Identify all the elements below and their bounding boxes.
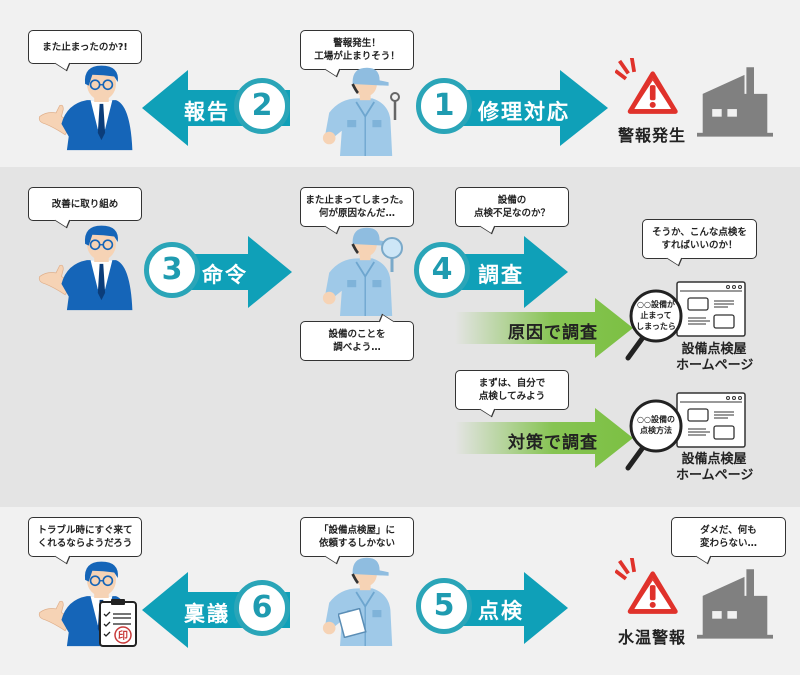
site-caption: 設備点検屋 ホームページ bbox=[676, 452, 754, 483]
measure-search-label: 対策で調査 bbox=[508, 433, 598, 453]
step-3-label: 命令 bbox=[202, 263, 248, 287]
step-3-number: 3 bbox=[144, 242, 200, 298]
bubble-text: また止まったのか?! bbox=[42, 41, 128, 53]
manager-speech-bubble: 改善に取り組め bbox=[28, 187, 142, 229]
arrow-inspect-right bbox=[446, 572, 568, 644]
step-4-speech-bubble: 設備の 点検不足なのか？ bbox=[455, 187, 569, 235]
warning-icon bbox=[615, 58, 681, 116]
site-caption: 設備点検屋 ホームページ bbox=[676, 342, 754, 373]
arrow-order-right bbox=[176, 236, 292, 308]
step-6-number: 6 bbox=[234, 580, 290, 636]
worker-speech-bubble: 「設備点検屋」に 依頼するしかない bbox=[300, 517, 414, 565]
green-arrow-measure bbox=[455, 408, 633, 468]
manager-speech-bubble: また止まったのか?! bbox=[28, 30, 142, 72]
manager-illustration bbox=[36, 222, 136, 312]
document-icon bbox=[338, 608, 367, 638]
stamp-icon: 印 bbox=[118, 630, 128, 642]
factory-icon bbox=[697, 566, 773, 640]
step-4-label: 調査 bbox=[478, 263, 524, 287]
step-5-label: 点検 bbox=[478, 599, 524, 623]
magnifying-glass-icon bbox=[625, 399, 683, 471]
manager-illustration bbox=[36, 62, 136, 152]
green-arrow-cause bbox=[455, 298, 633, 358]
worker-speech-bubble: 警報発生！ 工場が止まりそう！ bbox=[300, 30, 414, 78]
factory-speech-bubble: ダメだ、何も 変わらない… bbox=[671, 517, 786, 565]
step-2-number: 2 bbox=[234, 78, 290, 134]
step-4-number: 4 bbox=[414, 242, 470, 298]
step-6-label: 稟議 bbox=[184, 602, 230, 626]
section-incident bbox=[0, 0, 800, 167]
cause-lens-text: ○○設備が 止まって しまったら bbox=[636, 300, 676, 331]
measure-lens-text: ○○設備の 点検方法 bbox=[637, 415, 675, 435]
factory-icon bbox=[697, 64, 773, 138]
wrench-icon bbox=[390, 92, 400, 120]
magnifier-icon bbox=[381, 237, 403, 272]
arrow-report-left bbox=[142, 70, 290, 146]
alert-caption: 水温警報 bbox=[618, 628, 687, 647]
arrow-investigate-right bbox=[446, 236, 568, 308]
cause-search-label: 原因で調査 bbox=[508, 323, 598, 343]
magnifying-glass-icon bbox=[625, 289, 683, 361]
measure-speech-bubble: まずは、自分で 点検してみよう bbox=[455, 370, 569, 418]
worker-speech-bubble-bottom: 設備のことを 調べよう… bbox=[300, 313, 414, 361]
step-2-label: 報告 bbox=[184, 100, 230, 124]
warning-icon bbox=[615, 558, 681, 616]
cause-speech-bubble: そうか、こんな点検を すればいいのか！ bbox=[642, 219, 757, 267]
arrow-proposal-left bbox=[142, 572, 290, 648]
step-5-number: 5 bbox=[416, 578, 472, 634]
manager-speech-bubble: トラブル時にすぐ来て くれるならようだろう bbox=[28, 517, 142, 565]
step-1-number: 1 bbox=[416, 78, 472, 134]
approval-clipboard-icon: 印 bbox=[99, 599, 137, 647]
step-1-label: 修理対応 bbox=[478, 100, 570, 124]
alert-caption: 警報発生 bbox=[618, 126, 687, 145]
worker-speech-bubble-top: また止まってしまった。 何が原因なんだ… bbox=[300, 187, 414, 235]
arrow-repair-right bbox=[450, 70, 608, 146]
